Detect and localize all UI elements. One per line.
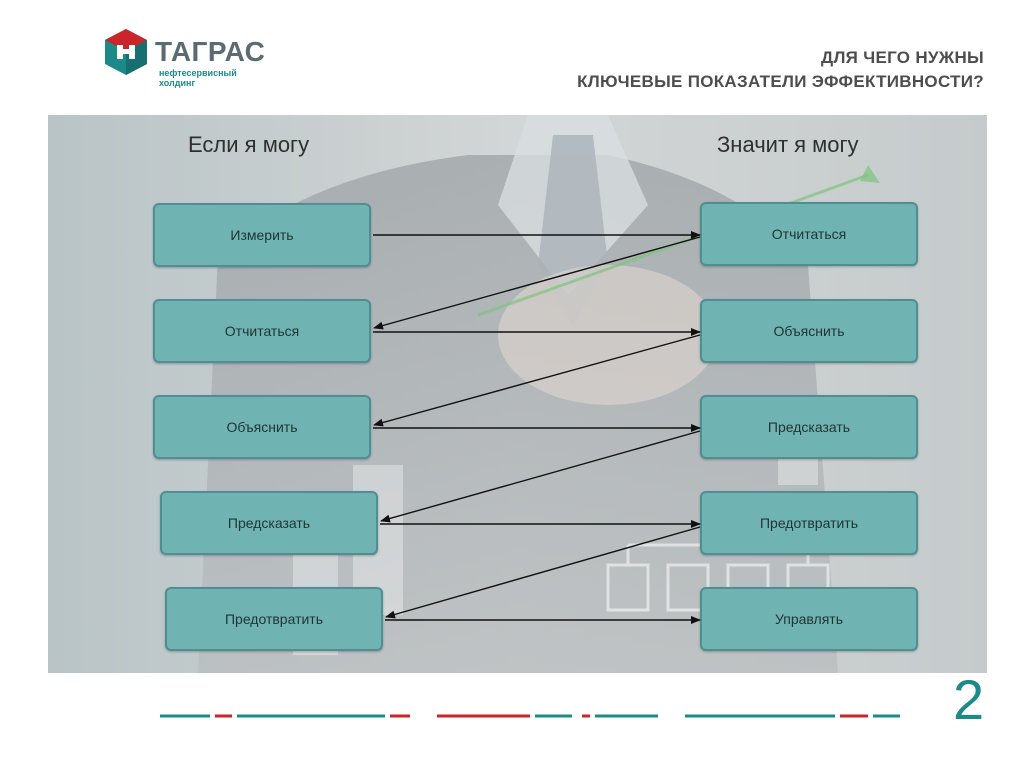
right-box-prevent: Предотвратить (700, 491, 918, 555)
left-box-measure: Измерить (153, 203, 371, 267)
left-box-explain: Объяснить (153, 395, 371, 459)
logo-cube-icon (105, 29, 147, 75)
right-box-report: Отчитаться (700, 202, 918, 266)
slide-title-line2: КЛЮЧЕВЫЕ ПОКАЗАТЕЛИ ЭФФЕКТИВНОСТИ? (577, 72, 984, 91)
footer-divider (160, 714, 900, 718)
right-box-manage: Управлять (700, 587, 918, 651)
logo-tagline-line2: холдинг (159, 78, 196, 88)
right-box-predict: Предсказать (700, 395, 918, 459)
left-box-prevent: Предотвратить (165, 587, 383, 651)
slide-title-line1: ДЛЯ ЧЕГО НУЖНЫ (821, 48, 984, 67)
left-column-heading: Если я могу (188, 132, 310, 157)
right-box-explain: Объяснить (700, 299, 918, 363)
logo-name: ТАГРАС (155, 36, 266, 67)
company-logo: ТАГРАС нефтесервисный холдинг (103, 27, 266, 91)
page-number: 2 (953, 668, 985, 731)
logo-tagline: нефтесервисный холдинг (159, 68, 237, 88)
left-box-predict: Предсказать (160, 491, 378, 555)
left-box-report: Отчитаться (153, 299, 371, 363)
slide-title: ДЛЯ ЧЕГО НУЖНЫ КЛЮЧЕВЫЕ ПОКАЗАТЕЛИ ЭФФЕК… (577, 46, 984, 94)
logo-tagline-line1: нефтесервисный (159, 68, 237, 78)
right-column-heading: Значит я могу (717, 132, 859, 157)
diagram-panel: Если я могу Значит я могу Измерить Отчит… (48, 115, 987, 673)
